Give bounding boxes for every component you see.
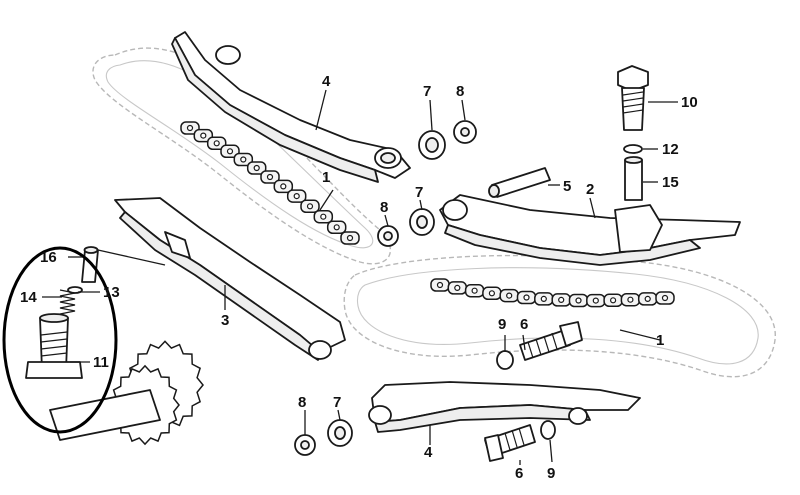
callout-14: 14 xyxy=(20,289,37,306)
callout-1-upper: 1 xyxy=(322,169,330,186)
timing-chain-lower xyxy=(430,278,675,308)
chain-pin xyxy=(320,213,327,220)
chain-pin xyxy=(346,234,354,242)
guide-rail-upper xyxy=(171,31,411,183)
callout-1-lower: 1 xyxy=(656,332,664,349)
callout-8-bottom: 8 xyxy=(298,394,306,411)
lock-washer-8-bottom xyxy=(294,434,316,456)
o-ring-12 xyxy=(623,144,643,154)
upper-chain-loop xyxy=(92,47,391,265)
callout-8-mid: 8 xyxy=(380,199,388,216)
chain-pin xyxy=(186,124,194,132)
chain-pin xyxy=(253,164,260,172)
timing-chain-upper xyxy=(180,121,360,245)
chain-pin xyxy=(488,290,495,297)
callout-6-bottom: 6 xyxy=(515,465,523,482)
callout-7-top: 7 xyxy=(423,83,431,100)
chain-pin xyxy=(644,295,651,302)
callout-5: 5 xyxy=(563,178,571,195)
callout-11: 11 xyxy=(93,354,109,371)
callout-9-mid: 9 xyxy=(498,316,506,333)
lock-washer-8-mid xyxy=(377,225,399,247)
callout-4-lower: 4 xyxy=(424,444,433,461)
tensioner-rail xyxy=(114,197,346,361)
guide-rail-lower xyxy=(368,381,641,433)
crankshaft-sprocket xyxy=(110,340,204,446)
chain-pin xyxy=(558,296,565,303)
callout-4-upper: 4 xyxy=(322,73,331,90)
chain-pin xyxy=(506,292,513,299)
washer-7-mid xyxy=(409,208,435,236)
washer-7-top xyxy=(418,130,446,160)
chain-pin xyxy=(280,183,287,190)
callout-6-mid: 6 xyxy=(520,316,528,333)
pin-5 xyxy=(488,167,551,198)
chain-pin xyxy=(575,297,582,304)
ring-9-mid xyxy=(496,350,514,370)
chain-pin xyxy=(592,297,599,304)
callout-8-top: 8 xyxy=(456,83,464,100)
chain-pin xyxy=(213,140,220,147)
callout-9-bottom: 9 xyxy=(547,465,555,482)
lower-chain-loop-inner xyxy=(356,267,759,365)
washer-7-bottom xyxy=(327,419,353,447)
callout-10: 10 xyxy=(681,94,698,111)
callout-3: 3 xyxy=(221,312,229,329)
callout-12: 12 xyxy=(662,141,679,158)
callout-7-bottom: 7 xyxy=(333,394,341,411)
chain-pin xyxy=(454,284,461,291)
chain-pin xyxy=(471,287,478,294)
chain-pin xyxy=(661,294,669,302)
chain-pin xyxy=(266,173,274,181)
bolt-10 xyxy=(617,65,649,131)
highlight-circle xyxy=(2,246,118,434)
chain-pin xyxy=(540,295,547,302)
chain-pin xyxy=(306,203,314,210)
lower-chain-loop xyxy=(343,254,776,378)
spring-14 xyxy=(59,289,76,315)
chain-pin xyxy=(293,193,300,200)
lock-washer-8-top xyxy=(453,120,477,144)
bolt-6-bottom xyxy=(484,424,536,462)
leader-lines xyxy=(42,89,678,465)
bolt-6-mid xyxy=(519,321,583,361)
chain-pin xyxy=(333,224,340,231)
callout-15: 15 xyxy=(662,174,679,191)
chain-pin xyxy=(226,148,234,155)
chain-pin xyxy=(200,132,207,139)
callout-2: 2 xyxy=(586,181,594,198)
chain-pin xyxy=(609,297,617,304)
callout-7-mid: 7 xyxy=(415,184,423,201)
chain-pin xyxy=(240,156,247,163)
tensioner-piston-11 xyxy=(25,313,83,379)
chain-pin xyxy=(627,296,634,303)
guide-rail-right xyxy=(439,194,741,266)
callout-13: 13 xyxy=(103,284,120,301)
chain-pin xyxy=(436,281,444,289)
sleeve-15 xyxy=(624,156,643,201)
ring-9-bottom xyxy=(540,420,556,440)
callout-16: 16 xyxy=(40,249,57,266)
chain-pin xyxy=(523,294,530,301)
pin-16 xyxy=(81,246,99,283)
